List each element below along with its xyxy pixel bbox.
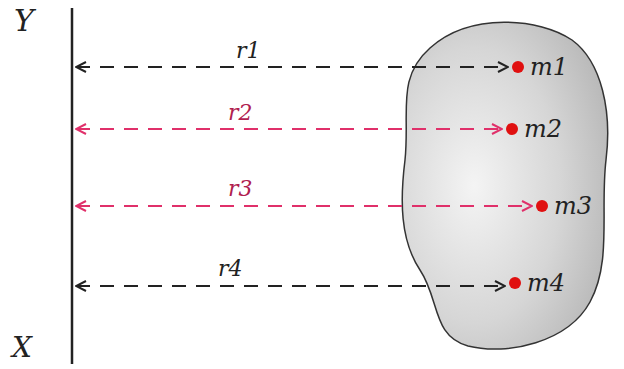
axis-name: Y — [14, 6, 34, 36]
distance-arrow — [76, 66, 508, 68]
distance-arrow — [76, 128, 502, 130]
axis-name: X — [12, 334, 32, 362]
mass-label: m1 — [530, 55, 568, 79]
distance-arrow — [76, 205, 532, 207]
distance-arrow — [76, 285, 505, 287]
axis-line — [71, 8, 74, 364]
distance-label: r3 — [228, 178, 253, 200]
distance-label: r2 — [228, 102, 253, 124]
point-mass — [512, 61, 524, 73]
distance-label: r4 — [218, 258, 243, 280]
distance-label: r1 — [236, 40, 261, 62]
rigid-body — [402, 22, 607, 349]
point-mass — [506, 123, 518, 135]
point-mass — [536, 200, 548, 212]
point-mass — [509, 277, 521, 289]
mass-label: m3 — [554, 194, 592, 218]
mass-label: m4 — [527, 271, 565, 295]
mass-label: m2 — [524, 117, 562, 141]
